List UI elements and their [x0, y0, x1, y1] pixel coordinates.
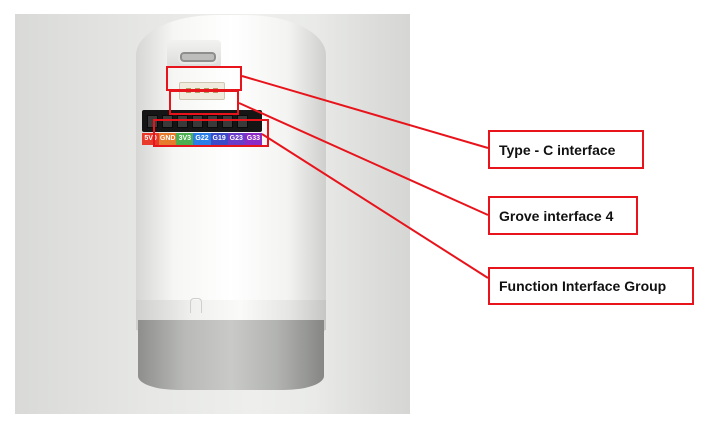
grove-callout-text: Grove interface 4 — [499, 207, 614, 224]
header-hole — [177, 115, 188, 128]
pin-label-g33: G33 — [244, 133, 262, 145]
grove-callout: Grove interface 4 — [488, 196, 638, 235]
header-hole — [162, 115, 173, 128]
header-hole — [207, 115, 218, 128]
header-hole — [147, 115, 158, 128]
pin-label-g19: G19 — [210, 133, 228, 145]
function-group-callout: Function Interface Group — [488, 267, 694, 305]
usb-c-port — [178, 50, 218, 64]
header-hole — [237, 115, 248, 128]
header-hole — [222, 115, 233, 128]
header-hole — [192, 115, 203, 128]
type-c-callout: Type - C interface — [488, 130, 644, 169]
pin-label-g23: G23 — [227, 133, 245, 145]
pin-label-g22: G22 — [193, 133, 211, 145]
type-c-callout-text: Type - C interface — [499, 141, 616, 158]
pin-label-gnd: GND — [159, 133, 177, 145]
function-group-callout-text: Function Interface Group — [499, 278, 667, 294]
pin-label-3v3: 3V3 — [176, 133, 194, 145]
grove-highlight-box — [169, 90, 239, 115]
photo-background-shade — [315, 14, 410, 414]
function-group-highlight-box — [153, 119, 269, 147]
grove-leader-line — [238, 102, 489, 216]
type-c-leader-line — [241, 75, 489, 149]
function-group-leader-line — [261, 133, 489, 279]
device-seam — [190, 298, 202, 313]
device-base-cap — [138, 320, 324, 390]
